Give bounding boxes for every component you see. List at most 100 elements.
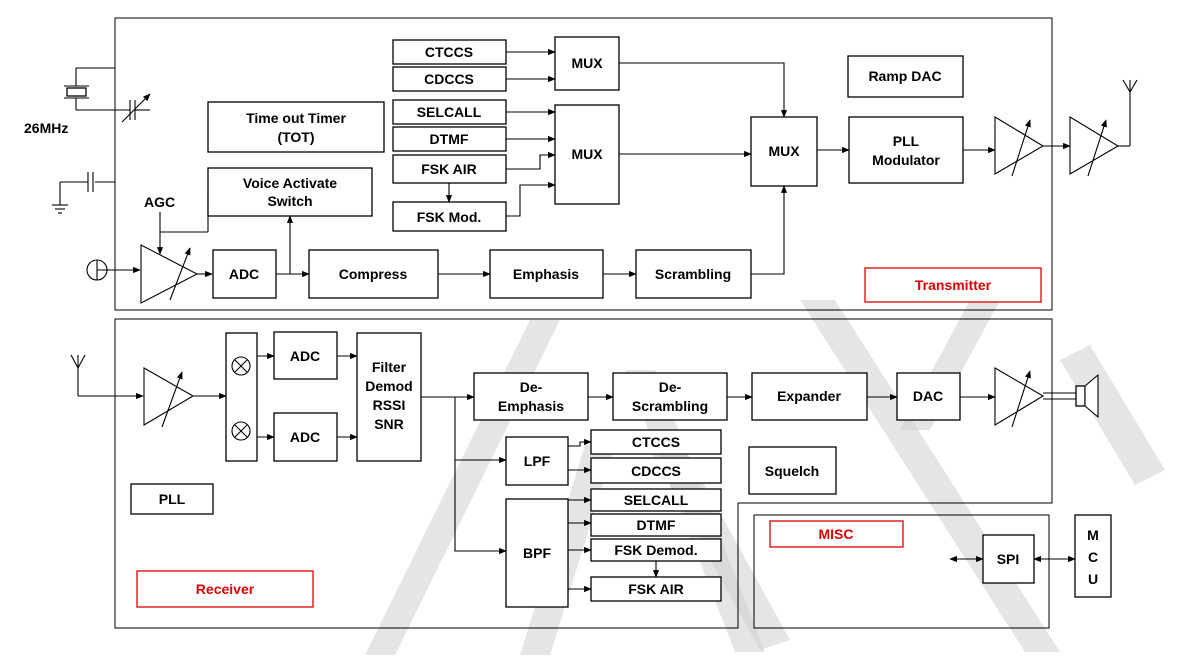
misc-frame <box>753 514 1050 629</box>
expander-label: Expander <box>777 388 841 404</box>
tx-adc-block <box>212 249 277 299</box>
misc-label: MISC <box>819 526 854 542</box>
vox-label-2: Switch <box>267 193 312 209</box>
tx-fsk-air-label: FSK AIR <box>421 161 476 177</box>
bpf-label: BPF <box>523 545 551 561</box>
rx-antenna-icon <box>70 354 144 400</box>
tx-antenna-icon <box>1118 79 1138 147</box>
tx-ctccs-label: CTCCS <box>425 44 473 60</box>
rx-pll-block <box>130 483 214 515</box>
rx-ctccs-label: CTCCS <box>632 434 680 450</box>
filter-label: Filter <box>372 359 407 375</box>
lpf-label: LPF <box>524 453 551 469</box>
crystal-icon <box>64 67 130 111</box>
rx-fsk-air-label: FSK AIR <box>628 581 683 597</box>
tx-mux-tone-label: MUX <box>571 55 603 71</box>
spi-label: SPI <box>997 551 1020 567</box>
transmitter-label-box <box>864 267 1042 303</box>
ramp-dac-label: Ramp DAC <box>868 68 941 84</box>
mcu-label-c: C <box>1088 549 1098 565</box>
demod-label: Demod <box>365 378 412 394</box>
speaker-icon <box>1043 373 1099 419</box>
compress-label: Compress <box>339 266 408 282</box>
tx-adc-label: ADC <box>229 266 259 282</box>
mixer-block <box>225 332 258 462</box>
rx-adc-top-block <box>273 331 338 380</box>
emphasis-block <box>489 249 604 299</box>
pll-modulator-block <box>848 116 964 184</box>
tx-ctccs-block <box>392 39 507 65</box>
squelch-label: Squelch <box>765 463 819 479</box>
tx-mux-tone-block <box>554 36 620 91</box>
pll-modulator-label-2: Modulator <box>872 152 940 168</box>
receiver-frame <box>114 318 1053 629</box>
spi-block <box>982 534 1035 584</box>
rx-selcall-label: SELCALL <box>624 492 689 508</box>
rx-dtmf-label: DTMF <box>637 517 676 533</box>
transmitter-label: Transmitter <box>915 277 992 293</box>
tx-selcall-label: SELCALL <box>417 104 482 120</box>
squelch-block <box>748 446 837 495</box>
receiver-label: Receiver <box>196 581 255 597</box>
vox-block <box>207 167 373 217</box>
rx-adc-bottom-block <box>273 412 338 462</box>
mcu-label-u: U <box>1088 571 1098 587</box>
pll-modulator-label-1: PLL <box>893 133 920 149</box>
microphone-icon <box>86 259 141 281</box>
ramp-dac-block <box>847 55 964 98</box>
ground-capacitor-icon <box>52 172 115 214</box>
tot-block <box>207 101 385 153</box>
fsk-demod-label: FSK Demod. <box>614 542 697 558</box>
tx-dtmf-block <box>392 126 507 152</box>
rx-cdccs-block <box>590 457 722 484</box>
rx-adc-top-label: ADC <box>290 348 320 364</box>
mcu-block <box>1074 514 1112 598</box>
tot-label-2: (TOT) <box>277 129 314 145</box>
mixer-top-icon <box>231 356 251 376</box>
rssi-label: RSSI <box>373 397 406 413</box>
de-scrambling-block <box>612 372 728 421</box>
mcu-label-m: M <box>1087 527 1099 543</box>
crystal-frequency-label: 26MHz <box>24 120 68 136</box>
tx-dtmf-label: DTMF <box>430 131 469 147</box>
filter-demod-block <box>356 332 422 462</box>
emphasis-label: Emphasis <box>513 266 579 282</box>
de-emphasis-block <box>473 372 589 421</box>
de-emphasis-label-2: Emphasis <box>498 398 564 414</box>
tx-power-amplifier-icon <box>1069 116 1120 177</box>
tx-wires <box>276 48 1071 278</box>
rx-dac-label: DAC <box>913 388 943 404</box>
tx-fsk-mod-block <box>392 201 507 232</box>
tx-mux-main-label: MUX <box>768 143 800 159</box>
rx-fsk-air-block <box>590 576 722 602</box>
expander-block <box>751 372 868 421</box>
transmitter-frame <box>114 17 1053 311</box>
tx-cdccs-block <box>392 66 507 92</box>
snr-label: SNR <box>374 416 404 432</box>
tx-fsk-mod-label: FSK Mod. <box>417 209 482 225</box>
rx-pll-label: PLL <box>159 491 186 507</box>
de-scrambling-label-1: De- <box>659 379 682 395</box>
rx-wires <box>257 352 996 593</box>
tx-mux-data-label: MUX <box>571 146 603 162</box>
mixer-bottom-icon <box>231 421 251 441</box>
tot-label-1: Time out Timer <box>246 110 346 126</box>
rx-dac-block <box>896 372 961 421</box>
tx-selcall-block <box>392 99 507 125</box>
tx-fsk-air-block <box>392 154 507 184</box>
agc-label: AGC <box>144 194 175 210</box>
misc-label-box <box>769 520 904 548</box>
tx-cdccs-label: CDCCS <box>424 71 474 87</box>
de-emphasis-label-1: De- <box>520 379 543 395</box>
rx-cdccs-label: CDCCS <box>631 463 681 479</box>
rx-lna-icon <box>143 367 195 428</box>
vox-label-1: Voice Activate <box>243 175 337 191</box>
tx-mux-data-block <box>554 104 620 205</box>
compress-block <box>308 249 439 299</box>
de-scrambling-label-2: Scrambling <box>632 398 708 414</box>
scrambling-label: Scrambling <box>655 266 731 282</box>
receiver-label-box <box>136 570 314 608</box>
tx-driver-amplifier-icon <box>994 116 1045 177</box>
audio-amplifier-icon <box>994 367 1045 428</box>
